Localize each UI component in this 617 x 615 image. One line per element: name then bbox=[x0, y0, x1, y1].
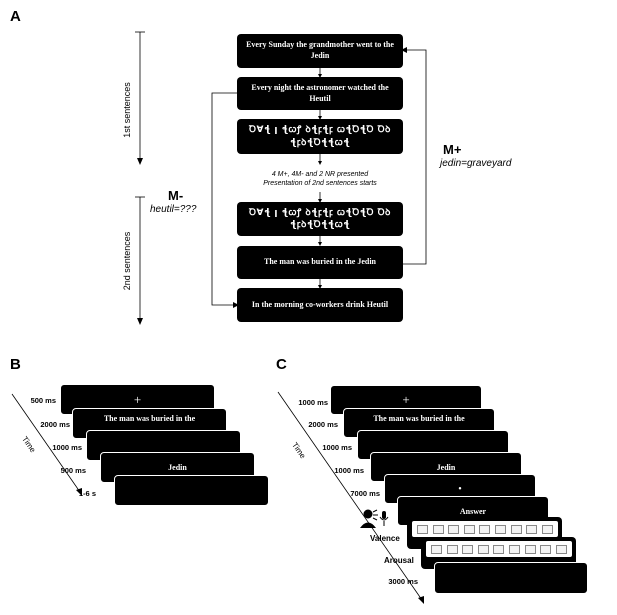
arousal-item-2 bbox=[446, 544, 458, 554]
valence-item-4 bbox=[463, 524, 475, 534]
pseudo-script-box-2: ꝹⱯꞎ ꞁ ꞎꞷꝭ ꝺꞎꝼꞎꝼ ꞷꞎꝹꞎꝹ Ꝺꝺ ꞎꝼꝺꞎꝹꞎꞎꞷꞎ bbox=[237, 202, 403, 236]
arousal-item-1 bbox=[431, 544, 443, 554]
phase-label-second: 2nd sentences bbox=[122, 231, 132, 291]
valence-item-9 bbox=[541, 524, 553, 534]
panel-c-time-arrow bbox=[277, 391, 424, 604]
panel-a-letter: A bbox=[10, 8, 21, 25]
valence-item-1 bbox=[417, 524, 429, 534]
panel-a-connectors bbox=[135, 31, 427, 325]
panel-b-letter: B bbox=[10, 356, 21, 373]
valence-item-8 bbox=[526, 524, 538, 534]
panel-c-letter: C bbox=[276, 356, 287, 373]
panel-c-timing-6: 3000 ms bbox=[388, 577, 418, 586]
panel-c-screen-iti bbox=[434, 562, 588, 594]
arousal-item-7 bbox=[524, 544, 536, 554]
arousal-item-4 bbox=[477, 544, 489, 554]
arousal-item-8 bbox=[540, 544, 552, 554]
phase-label-first: 1st sentences bbox=[122, 82, 132, 138]
panel-b-timing-5: 1-6 s bbox=[78, 489, 96, 498]
arousal-label: Arousal bbox=[384, 556, 414, 565]
m-minus-label: M- bbox=[168, 188, 184, 203]
panel-b-timing-2: 2000 ms bbox=[40, 420, 70, 429]
arousal-item-9 bbox=[555, 544, 567, 554]
pseudo-script-box-1: ꝹⱯꞎ ꞁ ꞎꞷꝭ ꝺꞎꝼꞎꝼ ꞷꞎꝹꞎꝹ Ꝺꝺ ꞎꝼꝺꞎꝹꞎꞎꞷꞎ bbox=[237, 119, 403, 154]
m-plus-sub: jedin=graveyard bbox=[440, 158, 512, 169]
m-plus-label: M+ bbox=[443, 142, 462, 157]
panel-b-timing-4: 500 ms bbox=[60, 466, 86, 475]
valence-scale bbox=[410, 519, 560, 539]
note-line-2: Presentation of 2nd sentences starts bbox=[263, 180, 377, 188]
panel-c-timing-5: 7000 ms bbox=[350, 489, 380, 498]
valence-item-3 bbox=[448, 524, 460, 534]
valence-item-5 bbox=[479, 524, 491, 534]
panel-b-timing-1: 500 ms bbox=[30, 396, 56, 405]
valence-label: Valence bbox=[370, 534, 400, 543]
arousal-scale bbox=[424, 539, 574, 559]
arousal-item-5 bbox=[493, 544, 505, 554]
panel-c-timing-2: 2000 ms bbox=[308, 420, 338, 429]
panel-b-time-arrow bbox=[11, 393, 82, 496]
panel-b-screen-iti bbox=[114, 475, 269, 506]
valence-item-2 bbox=[432, 524, 444, 534]
sentence-box-4: In the morning co-workers drink Heutil bbox=[237, 288, 403, 322]
valence-item-6 bbox=[495, 524, 506, 534]
valence-item-7 bbox=[510, 524, 522, 534]
m-minus-sub: heutil=??? bbox=[150, 204, 197, 215]
note-line-1: 4 M+, 4M- and 2 NR presented bbox=[271, 171, 369, 178]
sentence-box-1: Every Sunday the grandmother went to the… bbox=[237, 34, 403, 68]
arousal-item-3 bbox=[462, 544, 474, 554]
panel-c-timing-1: 1000 ms bbox=[298, 398, 328, 407]
speaker-microphone-icon bbox=[360, 509, 389, 528]
sentence-box-3: The man was buried in the Jedin bbox=[237, 246, 403, 279]
sentence-box-2: Every night the astronomer watched the H… bbox=[237, 77, 403, 110]
presentation-note: 4 M+, 4M- and 2 NR presented Presentatio… bbox=[237, 170, 403, 188]
panel-b-timing-3: 1000 ms bbox=[52, 443, 82, 452]
panel-c-timing-4: 1000 ms bbox=[334, 466, 364, 475]
arousal-item-6 bbox=[509, 544, 520, 554]
panel-c-timing-3: 1000 ms bbox=[322, 443, 352, 452]
